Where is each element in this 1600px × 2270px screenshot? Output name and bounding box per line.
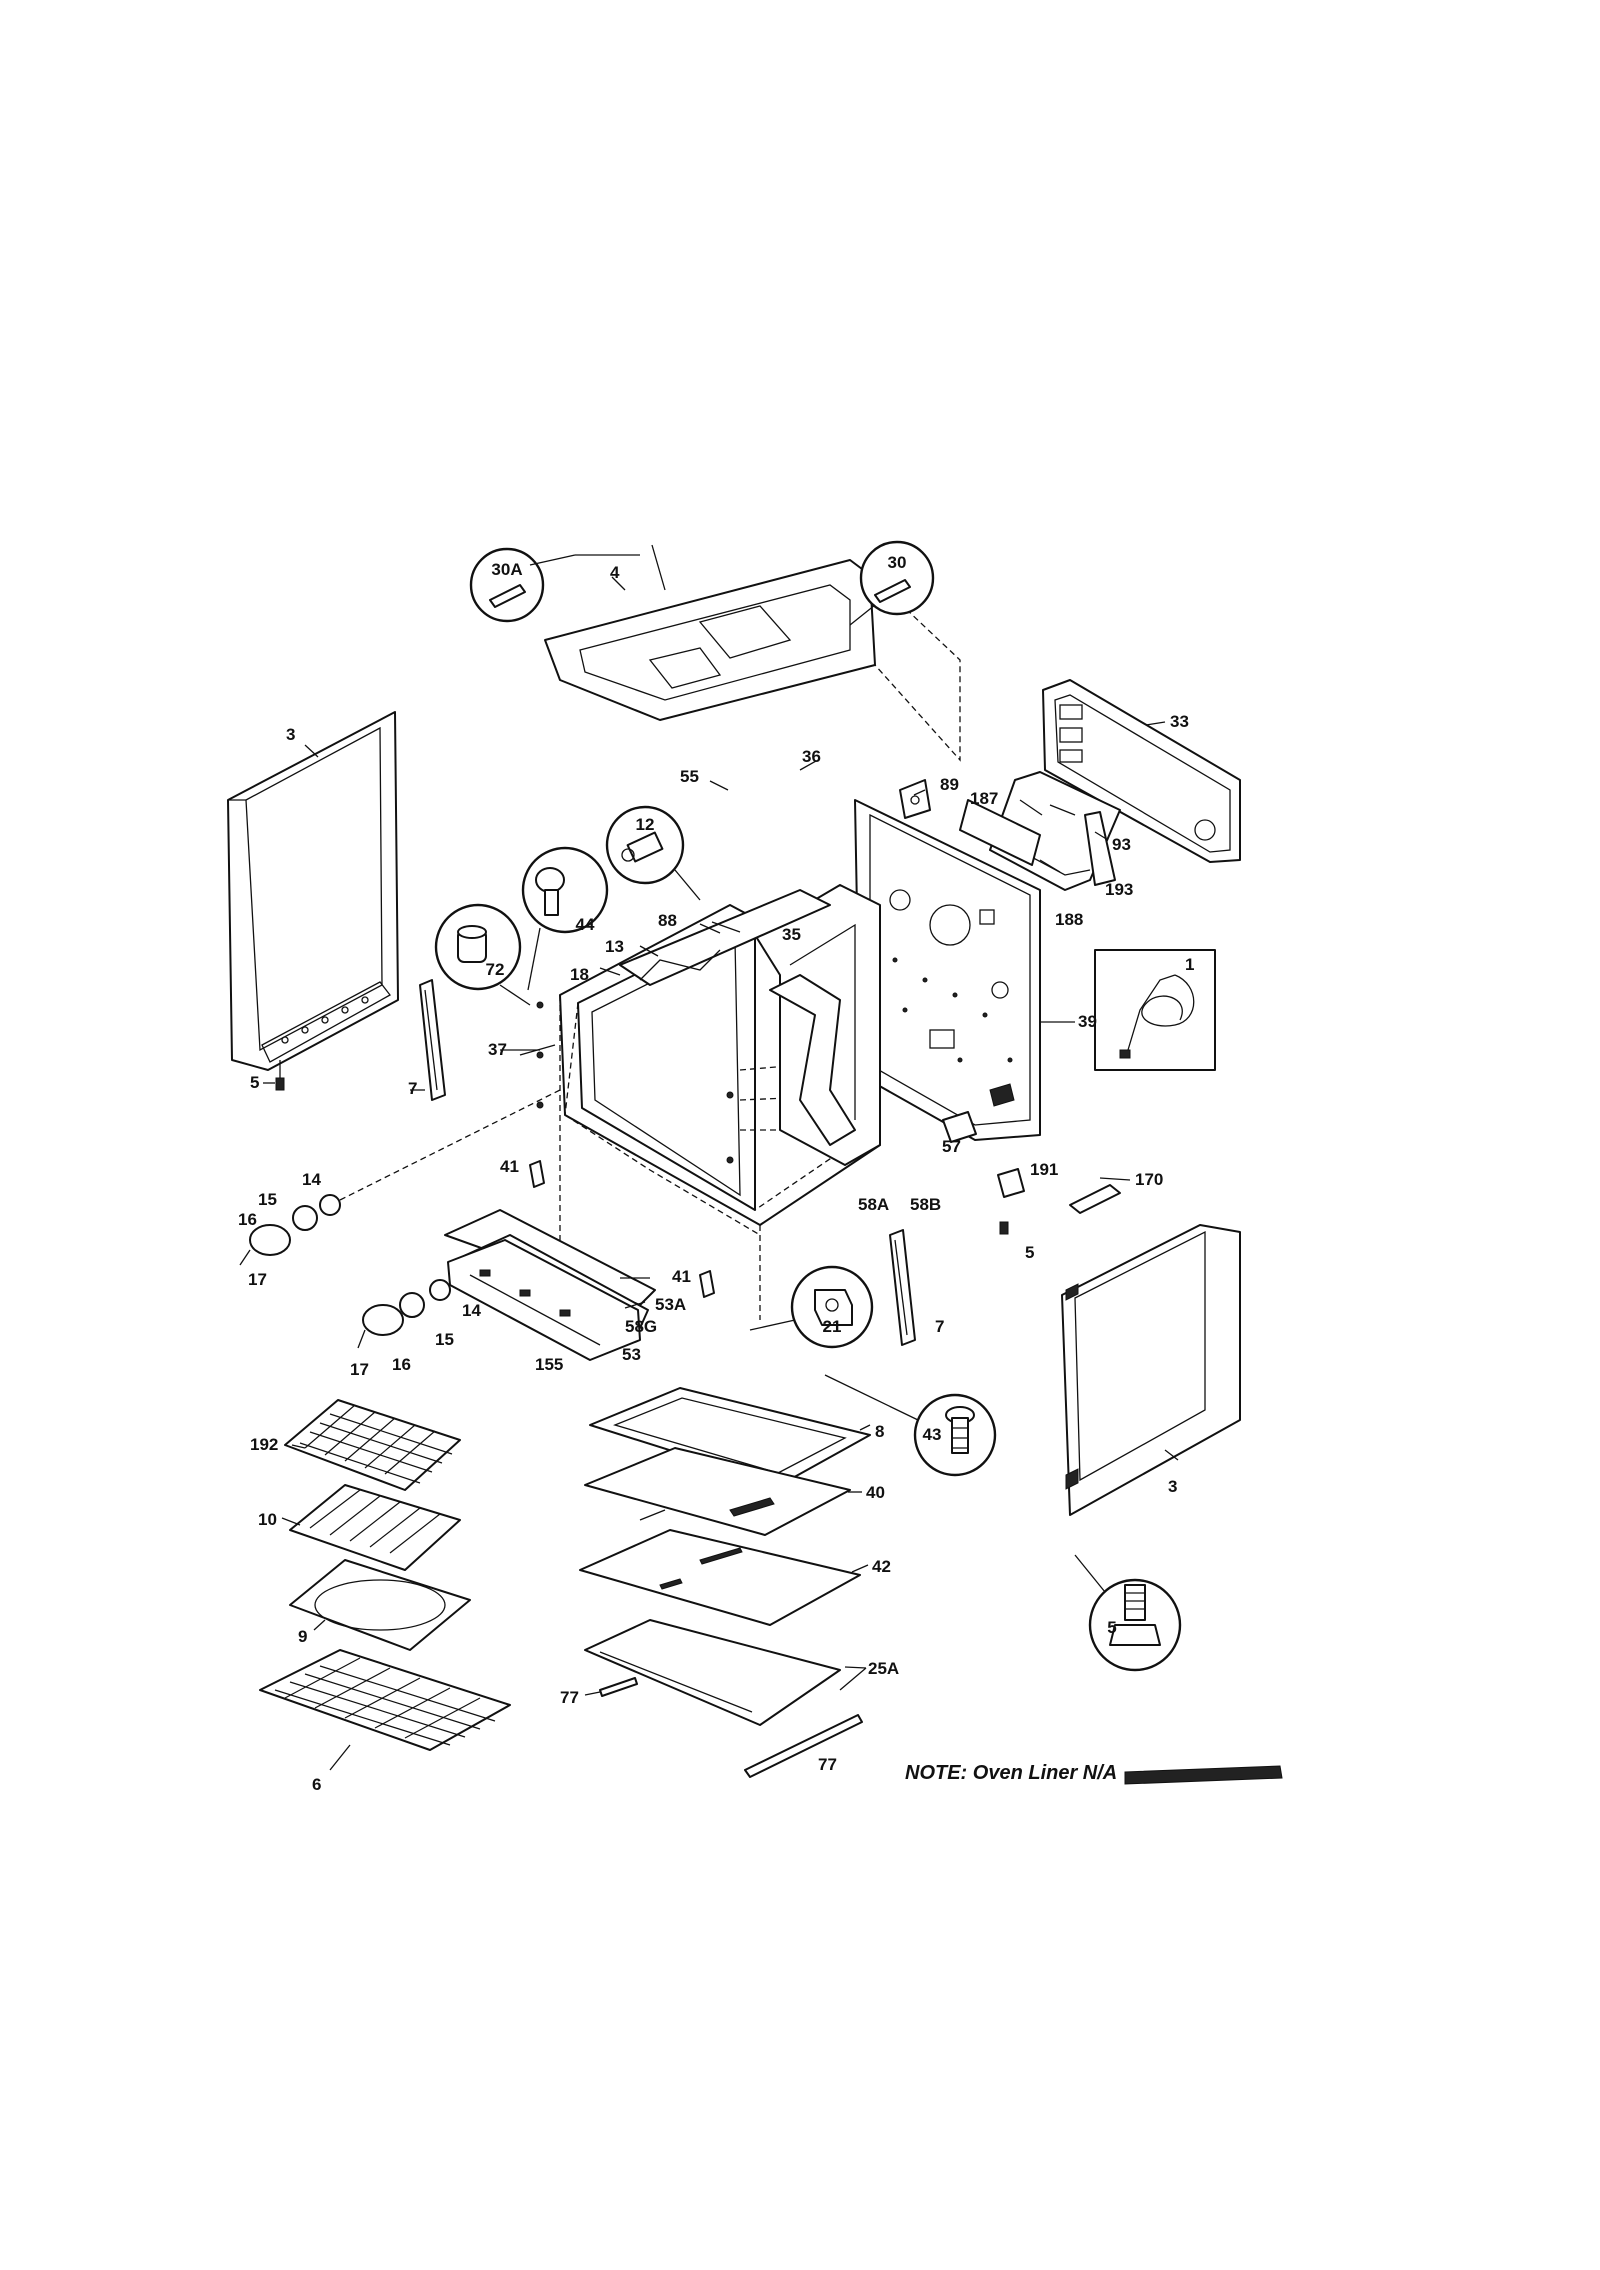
part-label: 39 — [1078, 1012, 1097, 1031]
callout-21: 21 — [749, 1265, 874, 1349]
part-label: 10 — [258, 1510, 277, 1529]
oven-rack-6 — [259, 1649, 511, 1751]
bottom-panel-40 — [584, 1447, 851, 1536]
hinge-left-part — [419, 979, 446, 1101]
part-label: 170 — [1135, 1170, 1163, 1189]
callout-label: 43 — [923, 1425, 942, 1444]
drawer-rails-77 — [599, 1677, 863, 1778]
part-label: 8 — [875, 1422, 884, 1441]
hinge-right-part — [889, 1229, 916, 1346]
part-label: 5 — [250, 1073, 259, 1092]
part-label: 188 — [1055, 910, 1083, 929]
part-label: 7 — [935, 1317, 944, 1336]
callout-12: 12 — [605, 805, 701, 901]
part-label: 14 — [462, 1301, 481, 1320]
part-label: 4 — [610, 563, 620, 582]
part-label: 53 — [622, 1345, 641, 1364]
part-label: 13 — [605, 937, 624, 956]
rear-cover-part — [1042, 679, 1241, 863]
redaction-mark — [1124, 1765, 1283, 1785]
part-label: 58B — [910, 1195, 941, 1214]
power-cord-box: 1 — [1094, 949, 1216, 1071]
part-label: 187 — [970, 789, 998, 808]
callout-label: 12 — [636, 815, 655, 834]
part-label: 58G — [625, 1317, 657, 1336]
top-frame-part — [544, 544, 961, 762]
part-label: 36 — [802, 747, 821, 766]
part-label: 57 — [942, 1137, 961, 1156]
part-label: 16 — [238, 1210, 257, 1229]
panel-holes — [281, 996, 369, 1044]
part-label: 6 — [312, 1775, 321, 1794]
part-label: 42 — [872, 1557, 891, 1576]
part-label: 33 — [1170, 712, 1189, 731]
callout-44: 44 — [521, 846, 609, 991]
broiler-insert-10 — [289, 1484, 461, 1571]
callout-label: 44 — [576, 915, 595, 934]
part-label: 53A — [655, 1295, 686, 1314]
callout-label: 30A — [491, 560, 522, 579]
part-label: 191 — [1030, 1160, 1058, 1179]
bracket-89-part — [899, 779, 931, 819]
part-label: 155 — [535, 1355, 563, 1374]
part-label: 93 — [1112, 835, 1131, 854]
callout-5: 5 — [1074, 1554, 1182, 1672]
callout-label: 21 — [823, 1317, 842, 1336]
part-label: 15 — [435, 1330, 454, 1349]
callout-30a: 30A — [469, 547, 640, 623]
lamp-assembly-upper — [239, 1089, 561, 1266]
part-label: 17 — [350, 1360, 369, 1379]
side-panel-left-part — [227, 711, 399, 1091]
part-label: 1 — [1185, 955, 1194, 974]
part-label: 14 — [302, 1170, 321, 1189]
broiler-pan-9 — [289, 1559, 471, 1651]
part-label: 3 — [286, 725, 295, 744]
part-label: 35 — [782, 925, 801, 944]
broiler-grid-192 — [284, 1399, 461, 1491]
part-label: 3 — [1168, 1477, 1177, 1496]
part-label: 41 — [500, 1157, 519, 1176]
part-label: 77 — [818, 1755, 837, 1774]
part-label: 77 — [560, 1688, 579, 1707]
part-label: 37 — [488, 1040, 507, 1059]
part-label: 89 — [940, 775, 959, 794]
callout-label: 5 — [1107, 1618, 1116, 1637]
part-label: 192 — [250, 1435, 278, 1454]
callout-label: 30 — [888, 553, 907, 572]
callout-72: 72 — [434, 903, 531, 1006]
part-label: 5 — [1025, 1243, 1034, 1262]
part-label: 18 — [570, 965, 589, 984]
oven-liner-note: NOTE: Oven Liner N/A — [905, 1762, 1283, 1785]
callout-43: 43 — [824, 1374, 997, 1477]
bottom-panel-42 — [579, 1529, 861, 1626]
part-label: 15 — [258, 1190, 277, 1209]
oven-body-part — [536, 884, 881, 1320]
part-label: 40 — [866, 1483, 885, 1502]
callout-30: 30 — [849, 540, 935, 626]
drawer-slide-25a — [584, 1619, 841, 1726]
lamp-assembly-lower — [357, 1279, 451, 1349]
note-text: NOTE: Oven Liner N/A — [905, 1762, 1117, 1784]
lower-frame-part — [444, 1209, 656, 1361]
part-label: 9 — [298, 1627, 307, 1646]
side-panel-right-part — [1061, 1224, 1241, 1516]
callout-label: 72 — [486, 960, 505, 979]
part-label: 55 — [680, 767, 699, 786]
back-panel-part — [854, 799, 1041, 1141]
part-label: 58A — [858, 1195, 889, 1214]
part-label: 7 — [408, 1079, 417, 1098]
part-label: 16 — [392, 1355, 411, 1374]
part-label: 41 — [672, 1267, 691, 1286]
back-panel-dots — [892, 957, 1013, 1063]
part-label: 17 — [248, 1270, 267, 1289]
part-labels: 4 3 36 55 89 187 33 93 193 188 88 35 13 … — [238, 563, 1189, 1794]
part-label: 88 — [658, 911, 677, 930]
leader-lines — [263, 576, 1179, 1771]
part-label: 193 — [1105, 880, 1133, 899]
part-label: 25A — [868, 1659, 899, 1678]
